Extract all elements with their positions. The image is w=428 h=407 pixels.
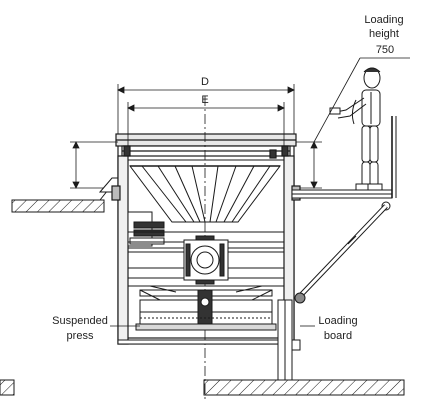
motor-unit <box>183 235 229 285</box>
dimension-d-label: D <box>201 76 209 88</box>
loading-height-label-line2: height <box>369 28 399 40</box>
support-post <box>277 299 301 381</box>
lower-braces <box>139 285 273 301</box>
dimension-loading-height <box>296 57 410 189</box>
loading-height-value: 750 <box>375 44 395 56</box>
loading-board-label-line2: board <box>323 330 353 342</box>
floor-right <box>203 379 405 396</box>
operator-figure <box>329 67 383 191</box>
floor-left <box>11 199 105 213</box>
dimension-left-height <box>70 141 118 189</box>
suspended-press-label-line2: press <box>66 330 94 342</box>
loading-board <box>291 116 397 304</box>
loading-board-label-line1: Loading <box>318 315 358 327</box>
dimension-e <box>127 102 285 146</box>
floor-left-lower <box>0 379 15 396</box>
dimension-e-label: E <box>201 94 209 106</box>
suspended-press-label-line1: Suspended <box>52 315 108 327</box>
press-plate <box>135 289 277 331</box>
loading-height-label-line1: Loading <box>364 14 404 26</box>
side-cabinet <box>127 211 165 247</box>
frame-base <box>117 339 295 345</box>
dimension-d <box>117 84 295 134</box>
